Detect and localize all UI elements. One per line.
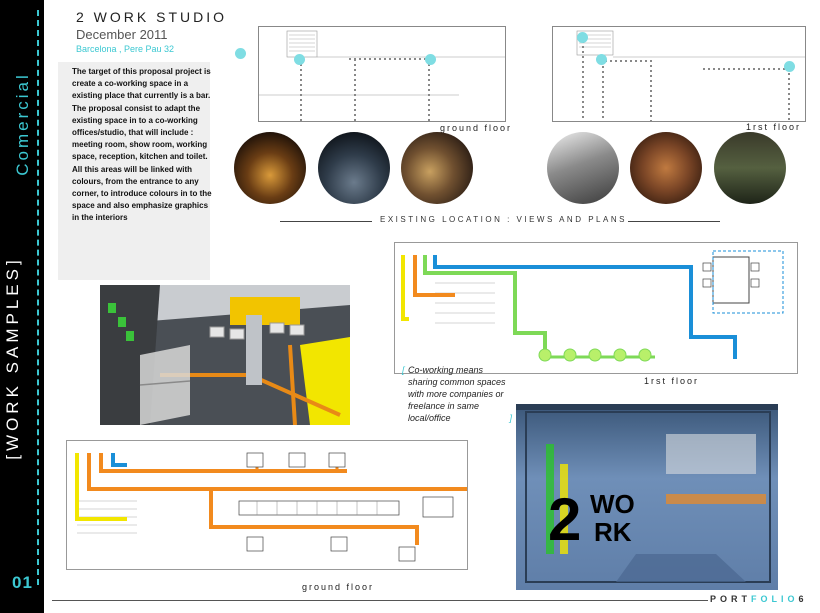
quote-bracket: [ [402,365,405,375]
co-working-quote: [ Co-working means sharing common spaces… [402,364,512,424]
existing-ground-floor-plan [240,26,506,137]
render-logo-line2: RK [594,517,632,547]
plan-drawing [401,250,784,362]
project-title: 2 WORK STUDIO [76,9,228,25]
description-paragraph: The target of this proposal project is c… [72,67,211,101]
plan-drawing [240,30,505,137]
render-logo-line1: WO [590,489,635,519]
page-number: 01 [12,573,33,592]
plan-drawing [75,452,467,562]
photo-stairs-ground [318,132,390,204]
sidebar: Comercial [WORK SAMPLES] 01 [0,0,44,613]
quote-text: Co-working means sharing common spaces w… [408,365,506,423]
divider [628,221,720,222]
view-marker [294,54,305,65]
view-marker [235,48,246,59]
divider [280,221,372,222]
portfolio-footer: PORTFOLIO6 [710,594,804,604]
view-marker [577,32,588,43]
photo-first-floor-view [714,132,786,204]
render-drawing [100,285,350,425]
interior-render [100,285,350,425]
photo-stairs-first [547,132,619,204]
section-label: [WORK SAMPLES] [3,256,22,460]
existing-first-floor-plan [552,26,806,135]
sidebar-dashed-line [37,10,39,585]
first-floor-label: 1rst floor [746,122,802,132]
section-heading: EXISTING LOCATION : VIEWS AND PLANS [280,215,720,229]
portfolio-highlight: FOLIO [751,594,799,604]
render-logo-big: 2 [548,486,582,553]
photo-bar-entrance [234,132,306,204]
footer-line [52,600,708,601]
description-paragraph: The proposal consist to adapt the existi… [72,103,212,223]
photo-bar-interior [401,132,473,204]
description-background [58,62,210,280]
proposal-first-floor-plan [394,242,798,374]
photo-first-floor-room [630,132,702,204]
quote-bracket: ] [509,413,512,423]
plan-drawing [576,30,805,135]
category-label: Comercial [13,72,32,176]
project-location: Barcelona , Pere Pau 32 [76,44,175,54]
view-marker [596,54,607,65]
project-date: December 2011 [76,27,168,42]
proposal-ground-floor-plan [66,440,468,570]
existing-location-title: EXISTING LOCATION : VIEWS AND PLANS [380,215,627,224]
ground-floor-label: ground floor [440,123,513,133]
view-marker [784,61,795,72]
ground-floor-plan-label: ground floor [302,582,375,592]
facade-render: 2 WO RK [516,404,778,590]
first-floor-plan-label: 1rst floor [644,376,700,386]
view-marker [425,54,436,65]
portfolio-page: 6 [798,594,804,604]
portfolio-prefix: PORT [710,594,752,604]
project-description: The target of this proposal project is c… [72,66,212,225]
render-drawing [516,404,778,583]
